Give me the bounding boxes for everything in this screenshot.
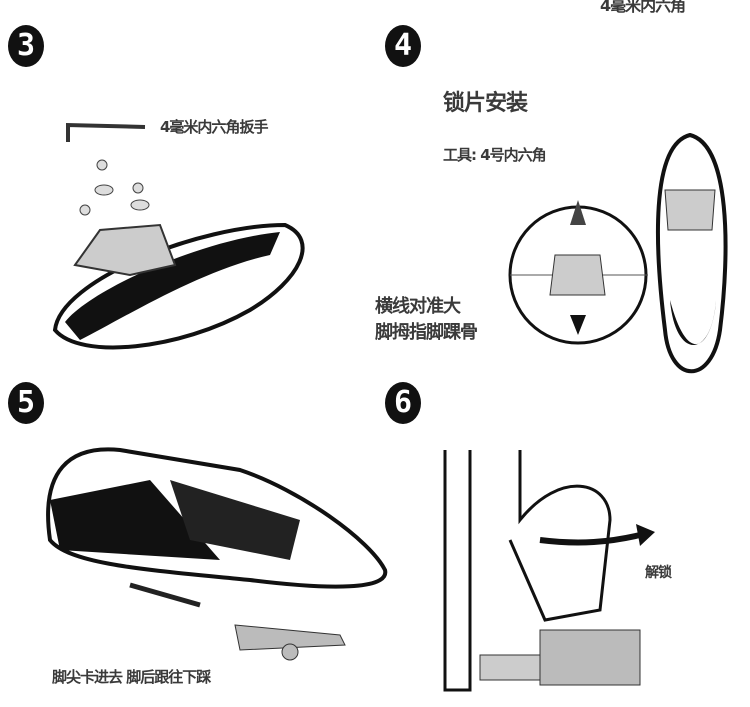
shoe-sole-bottom-illustration bbox=[655, 132, 728, 374]
clip-in-label: 脚尖卡进去 脚后跟往下踩 bbox=[52, 668, 211, 686]
top-cut-text: 4毫米内六角 bbox=[600, 0, 686, 15]
step-badge: 6 bbox=[385, 382, 421, 424]
unlock-label: 解锁 bbox=[645, 565, 672, 581]
cleat-alignment-detail bbox=[508, 200, 648, 345]
tool-label: 工具: 4号内六角 bbox=[443, 146, 547, 164]
shoe-side-illustration bbox=[46, 447, 388, 589]
shoe-sole-illustration bbox=[52, 222, 305, 350]
hex-key-icon bbox=[66, 122, 146, 142]
step-badge: 3 bbox=[8, 25, 44, 67]
hex-wrench-label: 4毫米内六角扳手 bbox=[160, 118, 268, 136]
arrow-down-icon bbox=[570, 315, 586, 335]
step-badge: 5 bbox=[8, 382, 44, 424]
cleat-screws-icon bbox=[79, 159, 150, 216]
alignment-note: 脚拇指脚踝骨 bbox=[375, 322, 478, 343]
arrow-icon bbox=[129, 582, 201, 608]
step-badge: 4 bbox=[385, 25, 421, 67]
section-title: 锁片安装 bbox=[443, 91, 528, 116]
crank-pedal-illustration bbox=[443, 450, 641, 692]
arrow-icon bbox=[539, 532, 641, 546]
arrow-up-icon bbox=[570, 200, 586, 225]
alignment-note: 横线对准大 bbox=[375, 296, 461, 317]
pedal-illustration bbox=[234, 624, 346, 661]
